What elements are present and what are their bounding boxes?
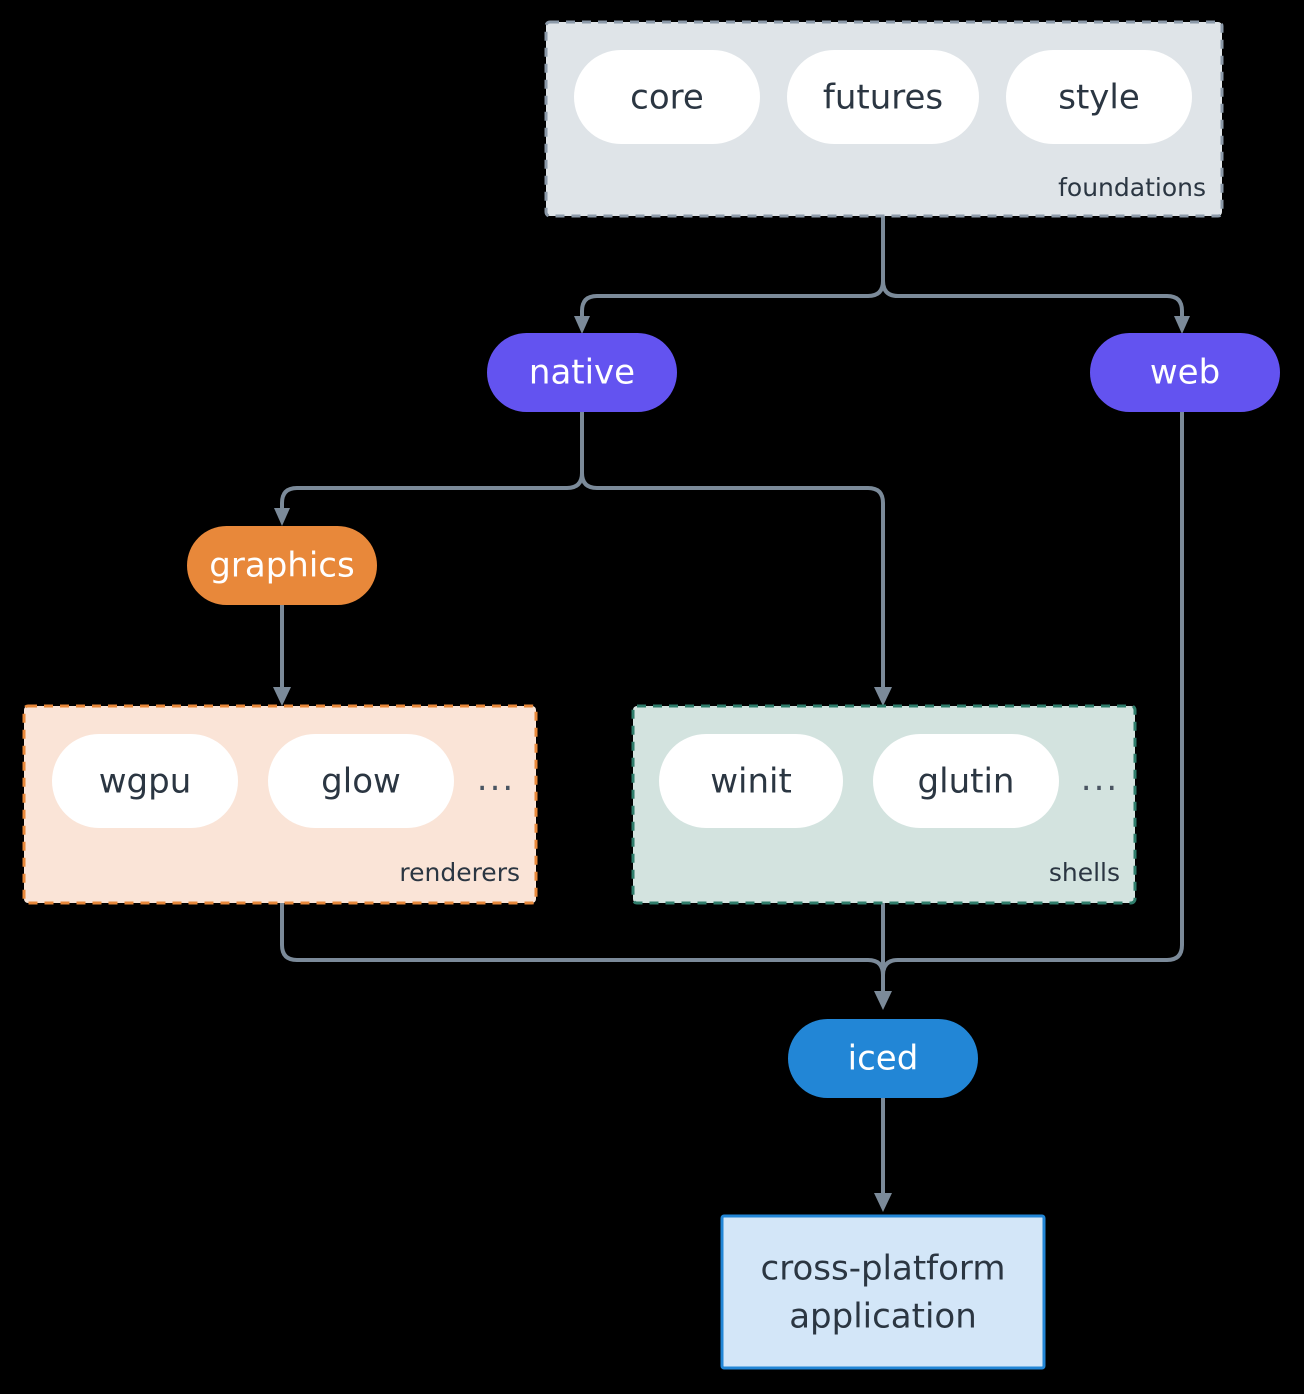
node-iced-label: iced [848, 1039, 919, 1079]
edge-arrowhead-application [874, 1193, 892, 1212]
node-cross-platform-application-box[interactable] [720, 1214, 1046, 1370]
node-futures-pill[interactable] [787, 50, 979, 144]
node-glow-label: glow [321, 762, 401, 802]
node-web-pill[interactable] [1090, 333, 1280, 412]
node-wgpu[interactable]: wgpu [52, 734, 238, 828]
node-winit-label: winit [710, 762, 792, 802]
edge-foundations-to-web [881, 279, 1184, 324]
edge-foundations-split [580, 214, 885, 324]
edge-native-to-shells [580, 471, 885, 694]
node-wgpu-label: wgpu [99, 762, 192, 802]
cluster-shells-label: shells [1049, 858, 1120, 887]
node-native[interactable]: native [487, 333, 677, 412]
node-winit[interactable]: winit [659, 734, 843, 828]
node-core-pill[interactable] [574, 50, 760, 144]
shells-overflow-ellipsis: ... [1081, 759, 1119, 799]
node-glow[interactable]: glow [268, 734, 454, 828]
node-futures[interactable]: futures [787, 50, 979, 144]
node-graphics[interactable]: graphics [187, 526, 377, 605]
node-core[interactable]: core [574, 50, 760, 144]
node-graphics-pill[interactable] [187, 526, 377, 605]
edge-web-to-iced [881, 410, 1184, 998]
edge-renderers-to-iced [280, 901, 885, 998]
renderers-overflow-ellipsis: ... [477, 759, 515, 799]
edge-arrowhead-iced [874, 991, 892, 1010]
node-futures-label: futures [823, 78, 943, 118]
cluster-foundations: core futures style foundations [544, 20, 1224, 218]
cluster-foundations-label: foundations [1058, 173, 1206, 202]
node-web-label: web [1150, 353, 1220, 393]
node-style-pill[interactable] [1006, 50, 1192, 144]
node-wgpu-pill[interactable] [52, 734, 238, 828]
node-glow-pill[interactable] [268, 734, 454, 828]
cluster-shells: winit glutin ... shells [631, 704, 1137, 905]
application-label-line1: cross-platform [761, 1249, 1006, 1289]
node-style[interactable]: style [1006, 50, 1192, 144]
edge-arrowhead-web [1174, 316, 1190, 334]
node-iced-pill[interactable] [788, 1019, 978, 1098]
edge-arrowhead-renderers [273, 687, 291, 706]
node-native-label: native [529, 353, 635, 393]
node-glutin[interactable]: glutin [873, 734, 1059, 828]
node-iced[interactable]: iced [788, 1019, 978, 1098]
edge-native-split [280, 410, 584, 516]
node-native-pill[interactable] [487, 333, 677, 412]
edge-arrowhead-shells [874, 687, 892, 706]
edge-layer [273, 214, 1190, 1212]
node-cross-platform-application[interactable]: cross-platform application [720, 1214, 1046, 1370]
cluster-renderers: wgpu glow ... renderers [22, 704, 538, 905]
node-glutin-pill[interactable] [873, 734, 1059, 828]
cluster-renderers-label: renderers [399, 858, 520, 887]
node-winit-pill[interactable] [659, 734, 843, 828]
edge-arrowhead-graphics [274, 508, 290, 526]
application-label-line2: application [789, 1297, 977, 1337]
node-glutin-label: glutin [918, 762, 1015, 802]
edge-arrowhead-native [574, 316, 590, 334]
node-graphics-label: graphics [209, 546, 354, 586]
node-core-label: core [630, 78, 704, 118]
node-style-label: style [1058, 78, 1140, 118]
node-web[interactable]: web [1090, 333, 1280, 412]
